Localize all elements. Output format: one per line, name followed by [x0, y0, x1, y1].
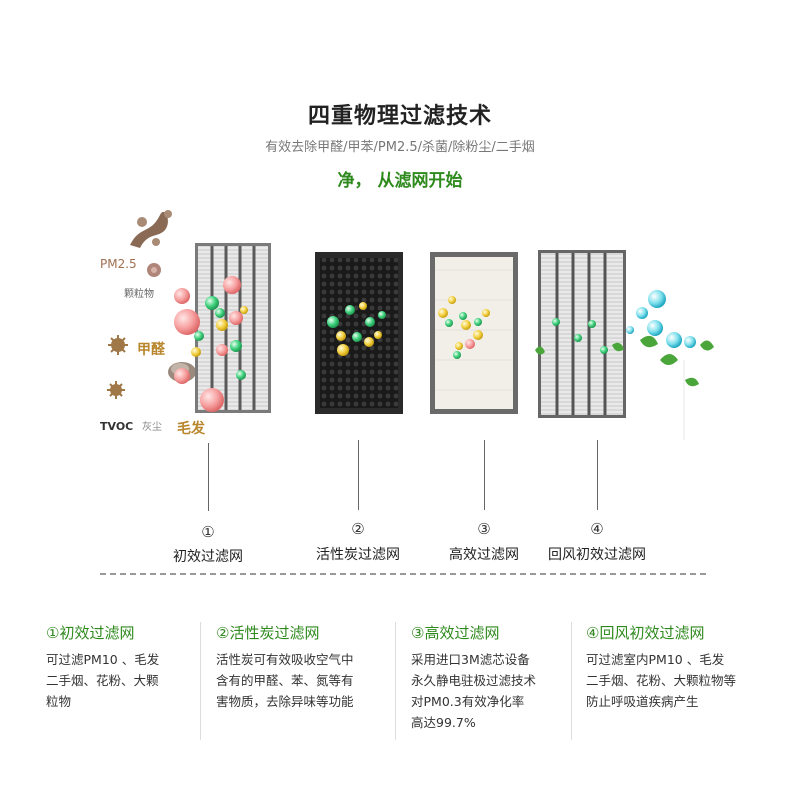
- connector-line: [208, 443, 209, 511]
- card-title: ②活性炭过滤网: [216, 624, 320, 642]
- carbon-particles: [327, 302, 386, 356]
- filter-number: ④: [590, 520, 604, 538]
- card-divider: [571, 622, 572, 740]
- section-divider: [100, 573, 706, 575]
- dust-label: 灰尘: [142, 422, 162, 433]
- card-description: 活性炭可有效吸收空气中 含有的甲醛、苯、氮等有 害物质，去除异味等功能: [216, 652, 354, 709]
- filter-label: 回风初效过滤网: [548, 547, 646, 563]
- filter-label: 初效过滤网: [173, 549, 243, 565]
- page-title: 四重物理过滤技术: [307, 104, 492, 129]
- filter-number: ③: [477, 520, 491, 538]
- filter-number: ①: [201, 523, 215, 541]
- card-divider: [200, 622, 201, 740]
- card-title: ④回风初效过滤网: [586, 624, 705, 642]
- tree-branch-icon: [130, 210, 172, 248]
- carbon-filter-image: [315, 252, 403, 414]
- primary-filter-image: [195, 243, 271, 413]
- card-primary-filter: ①初效过滤网 可过滤PM10 、毛发 二手烟、花粉、大颗 粒物: [46, 622, 196, 712]
- connector-line: [597, 440, 598, 510]
- card-description: 可过滤PM10 、毛发 二手烟、花粉、大颗 粒物: [46, 652, 160, 709]
- card-description: 采用进口3M滤芯设备 永久静电驻极过滤技术 对PM0.3有效净化率 高达99.7…: [411, 652, 537, 730]
- slogan: 净， 从滤网开始: [337, 171, 463, 191]
- filter-label: 高效过滤网: [449, 547, 519, 563]
- germ-icon: [107, 381, 125, 399]
- particles-label: 颗粒物: [124, 289, 154, 300]
- hepa-particles: [438, 296, 490, 359]
- card-hepa-filter: ③高效过滤网 采用进口3M滤芯设备 永久静电驻极过滤技术 对PM0.3有效净化率…: [411, 622, 571, 733]
- connector-line: [358, 440, 359, 510]
- page-subtitle: 有效去除甲醛/甲苯/PM2.5/杀菌/除粉尘/二手烟: [265, 140, 535, 155]
- hair-label: 毛发: [177, 421, 205, 437]
- card-description: 可过滤室内PM10 、毛发 二手烟、花粉、大颗粒物等 防止呼吸道疾病产生: [586, 652, 737, 709]
- card-divider: [395, 622, 396, 740]
- filter-number: ②: [351, 520, 365, 538]
- card-return-filter: ④回风初效过滤网 可过滤室内PM10 、毛发 二手烟、花粉、大颗粒物等 防止呼吸…: [586, 622, 766, 712]
- return-filter-image: [538, 250, 626, 418]
- formaldehyde-label: 甲醛: [137, 342, 165, 358]
- filter-label: 活性炭过滤网: [316, 547, 400, 563]
- particle-icon: [147, 263, 161, 277]
- card-title: ①初效过滤网: [46, 624, 135, 642]
- virus-icon: [108, 335, 128, 355]
- clean-air-particles: [552, 290, 696, 354]
- card-carbon-filter: ②活性炭过滤网 活性炭可有效吸收空气中 含有的甲醛、苯、氮等有 害物质，去除异味…: [216, 622, 391, 712]
- card-title: ③高效过滤网: [411, 624, 500, 642]
- pollutant-particles: [174, 276, 248, 412]
- connector-line: [484, 440, 485, 510]
- leaf-icons: [535, 335, 714, 387]
- pm25-label: PM2.5: [100, 257, 137, 271]
- tvoc-label: TVOC: [100, 420, 134, 433]
